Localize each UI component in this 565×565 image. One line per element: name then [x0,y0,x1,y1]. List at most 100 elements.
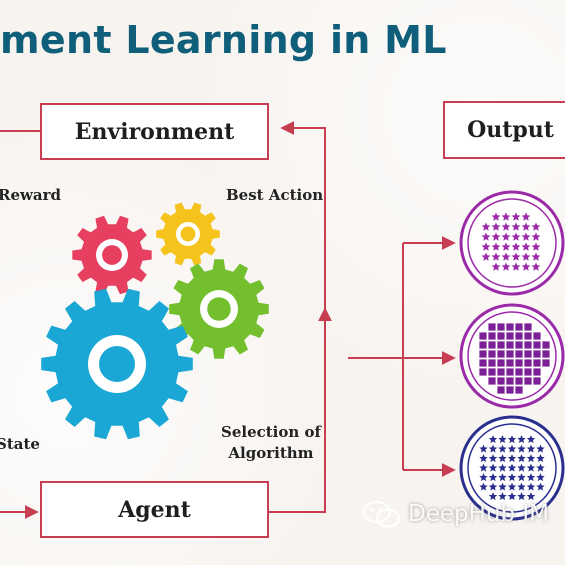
square-cell [524,368,532,376]
square-cell [497,323,505,331]
star-shape [511,222,521,231]
output-circle-squares [459,303,565,409]
star-shape [507,444,517,453]
star-shape [501,242,511,251]
star-shape [479,482,488,491]
star-shape [531,222,541,231]
star-shape [501,212,511,221]
square-cell [488,323,496,331]
star-shape [521,212,531,221]
square-cell [506,323,514,331]
square-cell [506,359,514,367]
star-shape [491,212,501,221]
star-shape [521,232,531,241]
star-shape [521,222,531,231]
square-cell [506,368,514,376]
square-cell [542,341,550,349]
square-cell [524,359,532,367]
star-shape [507,435,517,444]
square-cell [488,359,496,367]
watermark-text: DeepHub IM [408,501,550,527]
square-cell [515,323,523,331]
star-shape [526,463,536,472]
star-shape [517,435,526,444]
star-shape [526,492,536,501]
star-shape [521,262,531,271]
flow-arrows [0,121,456,519]
star-shape [536,473,545,482]
gears-illustration [41,202,269,440]
output-circle-dark-stars [459,415,565,521]
square-cell [479,350,487,358]
star-shape [498,492,507,501]
star-shape [531,252,541,261]
star-shape [498,435,507,444]
square-cell [488,368,496,376]
star-shape [488,463,498,472]
star-shape [488,454,498,463]
square-cell [506,350,514,358]
star-shape [488,444,498,453]
star-shape [498,444,507,453]
star-shape [536,482,545,491]
gear-green-icon [169,259,269,359]
star-shape [498,454,507,463]
square-cell [497,377,505,385]
square-cell [497,350,505,358]
square-cell [515,359,523,367]
square-cell [479,341,487,349]
star-shape [491,252,501,261]
square-cell [488,350,496,358]
square-cell [515,377,523,385]
star-shape [491,242,501,251]
star-shape [498,482,507,491]
star-shape [517,492,526,501]
selection-of-algorithm-label: Selection of Algorithm [221,422,321,464]
square-cell [488,332,496,340]
square-cell [488,377,496,385]
selection-label-line2: Algorithm [228,444,314,462]
star-shape [517,463,526,472]
output-circle-stars [459,190,565,296]
square-cell [533,350,541,358]
star-shape [531,232,541,241]
best-action-label: Best Action [226,186,324,204]
reward-label: Reward [0,186,62,204]
square-cell [533,377,541,385]
square-cell [506,341,514,349]
square-cell [515,386,523,394]
star-shape [491,222,501,231]
star-shape [488,492,498,501]
page-title: ment Learning in ML [0,18,447,62]
star-shape [491,262,501,271]
square-cell [497,386,505,394]
star-shape [517,473,526,482]
state-label: State [0,435,40,453]
square-cell [533,341,541,349]
star-shape [481,222,491,231]
star-shape [517,454,526,463]
star-shape [536,463,545,472]
star-shape [536,454,545,463]
square-cell [497,332,505,340]
star-shape [521,242,531,251]
star-shape [507,463,517,472]
square-cell [533,368,541,376]
star-shape [501,232,511,241]
star-shape [531,242,541,251]
star-shape [498,473,507,482]
star-shape [479,463,488,472]
wechat-icon [362,500,401,528]
star-shape [507,482,517,491]
output-box: Output [443,101,565,159]
star-shape [511,262,521,271]
star-shape [521,252,531,261]
star-shape [501,262,511,271]
square-cell [524,341,532,349]
star-shape [507,454,517,463]
square-cell [524,323,532,331]
square-cell [497,368,505,376]
star-shape [526,444,536,453]
gear-blue-icon [41,288,193,440]
